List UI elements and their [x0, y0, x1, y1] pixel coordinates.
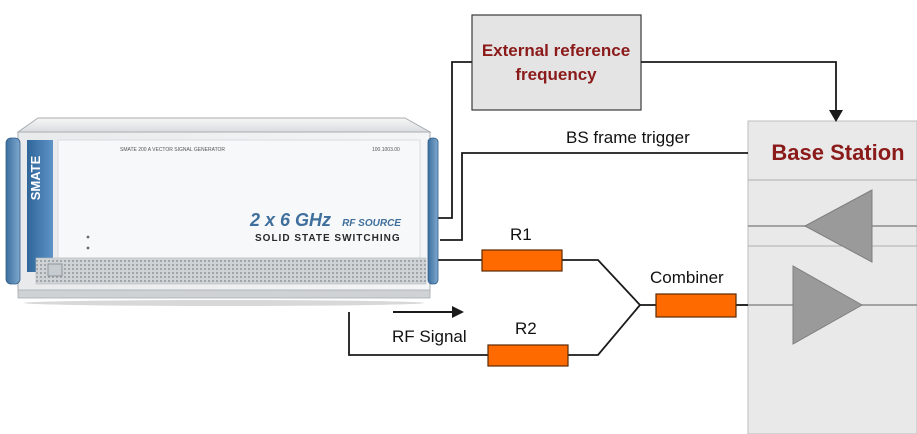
- resistor-r1: [481, 249, 563, 272]
- external-reference-label-line2: frequency: [515, 65, 597, 84]
- wire-r1-out: [562, 259, 641, 306]
- base-station: Base Station: [740, 120, 917, 434]
- device-model-line2: SOLID STATE SWITCHING: [255, 233, 401, 244]
- device-display-area: [57, 139, 421, 259]
- device-top-caption: SMATE 200 A VECTOR SIGNAL GENERATOR: [120, 147, 225, 153]
- reference-arrow-icon: [829, 110, 843, 122]
- external-reference-block: External reference frequency: [471, 14, 642, 111]
- r2-label: R2: [515, 319, 537, 338]
- r1-label: R1: [510, 225, 532, 244]
- resistor-r2: [487, 344, 569, 367]
- device-led-2: [86, 246, 90, 250]
- combiner-label: Combiner: [650, 268, 724, 287]
- device-power-button: [47, 263, 63, 277]
- device-top: [16, 117, 432, 133]
- wire-r2-out: [568, 304, 641, 356]
- external-reference-box: [471, 14, 642, 111]
- rf-signal-arrow: [393, 306, 464, 318]
- wire-reference-output: [641, 61, 837, 112]
- base-station-box: [747, 120, 917, 434]
- device-vent-grill: [35, 257, 427, 285]
- device-right-handle: [427, 137, 439, 285]
- external-reference-label-line1: External reference: [482, 41, 630, 60]
- wire-frame-trigger: [440, 152, 748, 241]
- device-brand: SMATE: [28, 155, 43, 200]
- device-brand-panel: [27, 140, 53, 272]
- rf-signal-arrow-icon: [452, 306, 464, 318]
- device-model-suffix: RF SOURCE: [342, 218, 401, 229]
- amplifier-downlink-icon: [803, 189, 873, 263]
- device-base: [17, 289, 431, 299]
- wiring: [348, 61, 837, 356]
- wire-r2-in: [348, 312, 488, 356]
- rf-signal-label: RF Signal: [392, 327, 467, 346]
- base-station-title: Base Station: [771, 140, 904, 165]
- device-model-freq: 2 x 6 GHz: [249, 210, 331, 230]
- device-led-1: [86, 235, 90, 239]
- bs-frame-trigger-label: BS frame trigger: [566, 128, 690, 147]
- device-shadow: [24, 300, 424, 306]
- device-serial: 100.1003.00: [372, 147, 400, 153]
- device-left-handle: [5, 137, 21, 285]
- device-model-line1: 2 x 6 GHz RF SOURCE: [249, 210, 401, 230]
- wire-reference-input: [438, 61, 472, 219]
- rf-source-device: SMATE SMATE 200 A VECTOR SIGNAL GENERATO…: [5, 117, 439, 306]
- amplifier-uplink-icon: [792, 265, 864, 345]
- combiner-box: [655, 293, 737, 318]
